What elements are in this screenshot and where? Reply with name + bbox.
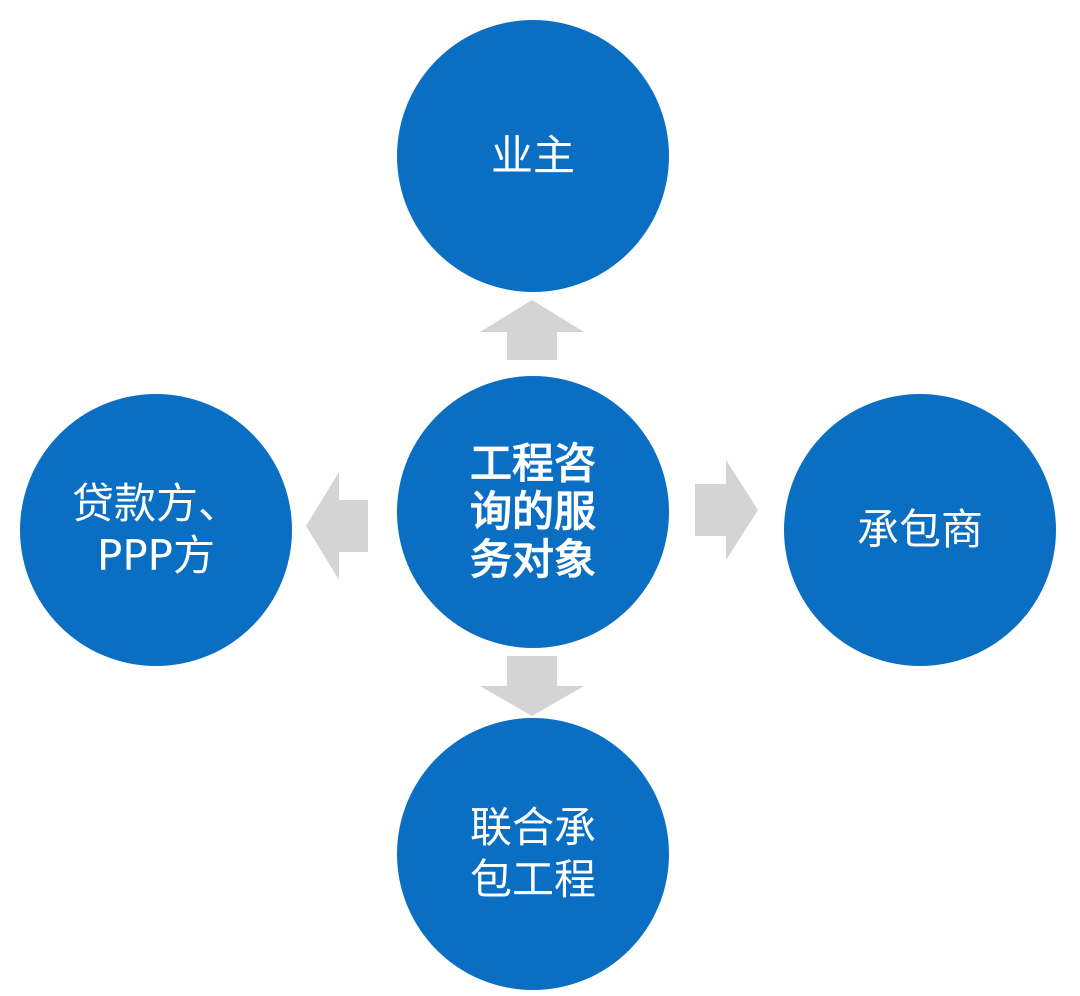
node-lender-ppp: 贷款方、 PPP方 xyxy=(20,394,292,666)
arrow-down xyxy=(480,656,584,716)
node-joint-label-line-1: 联合承 xyxy=(469,803,596,852)
node-joint-label-line-2: 包工程 xyxy=(469,855,596,904)
center-label-line-1: 工程咨 xyxy=(469,439,596,488)
arrow-left xyxy=(306,472,368,580)
node-contractor: 承包商 xyxy=(784,394,1056,666)
arrow-up xyxy=(480,300,584,360)
node-center-service-targets: 工程咨 询的服 务对象 xyxy=(397,376,669,648)
node-contractor-label: 承包商 xyxy=(856,505,983,554)
node-owner-label: 业主 xyxy=(490,131,575,180)
node-lender-label-line-1: 贷款方、 xyxy=(71,479,240,528)
node-owner: 业主 xyxy=(397,20,669,292)
node-lender-label-line-2: PPP方 xyxy=(97,531,215,580)
center-label-line-3: 务对象 xyxy=(469,535,596,584)
node-joint-contracting: 联合承 包工程 xyxy=(397,718,669,990)
arrow-right xyxy=(695,460,758,560)
center-label-line-2: 询的服 xyxy=(469,487,596,536)
